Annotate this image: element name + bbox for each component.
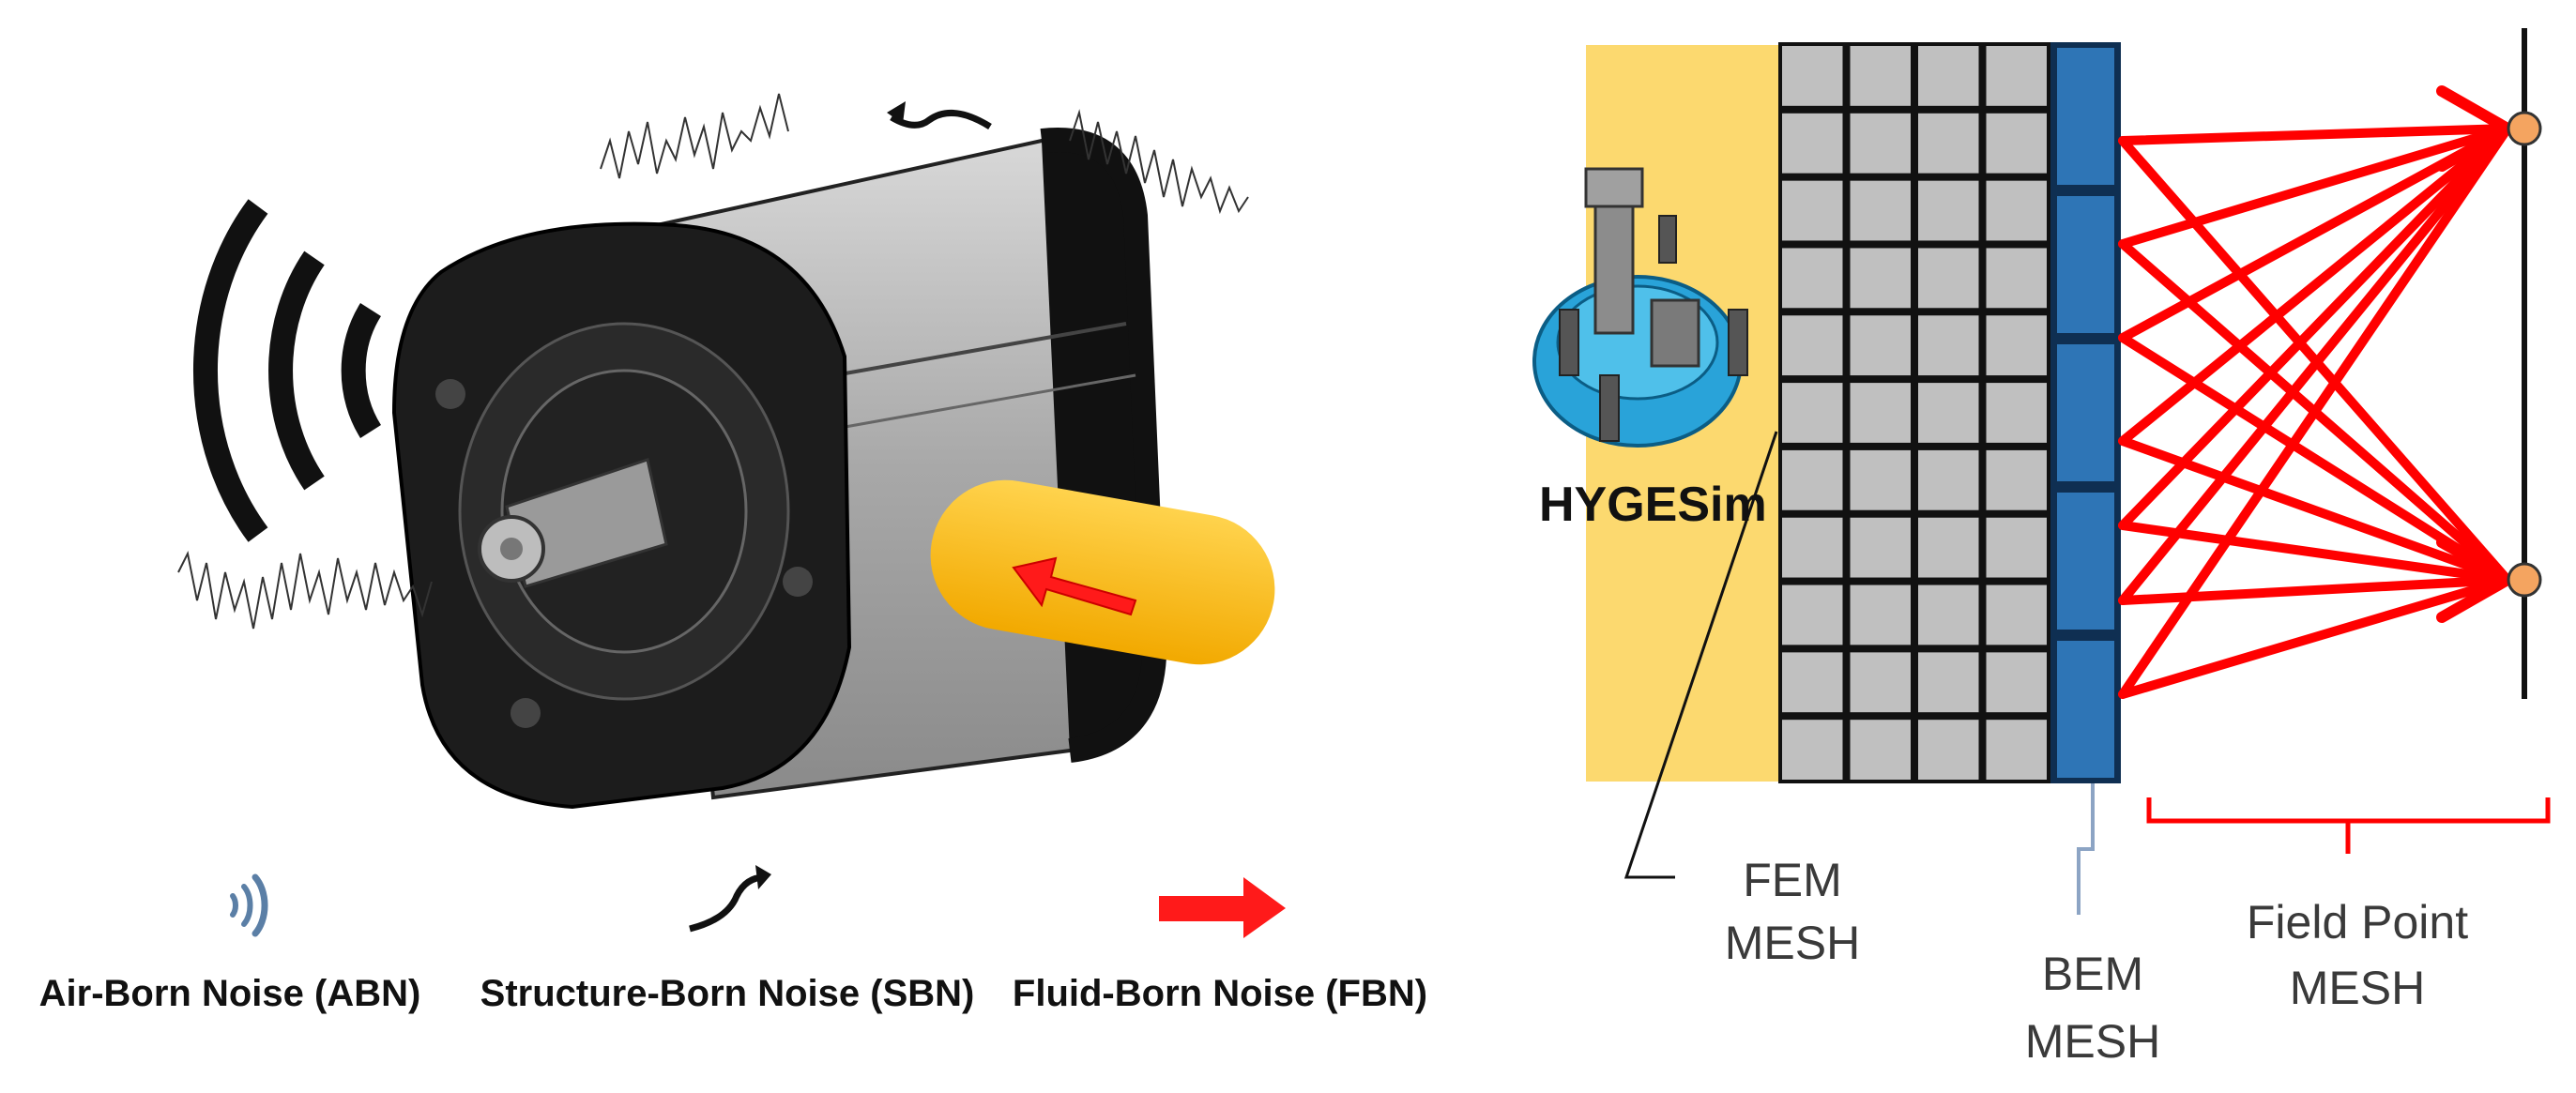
fem-mesh-cell [1850,517,1911,578]
fem-mesh-cell [1850,180,1911,241]
radiation-ray [2118,575,2512,699]
fem-mesh-cell [1986,720,2047,780]
fem-mesh-cell [1782,517,1843,578]
fem-mesh-cell [1986,652,2047,713]
hygesim-label: HYGESim [1539,478,1767,532]
field-point-bottom [2507,562,2542,598]
fem-mesh-cell [1782,383,1843,443]
fem-mesh-cell [1918,383,1979,443]
fluid-flow-arrow [1012,556,1137,616]
noise-signals [177,93,1249,630]
radiation-ray [2118,124,2512,145]
flange-hole-right [783,567,813,597]
fem-mesh-cell [1782,113,1843,174]
field-label-line1: Field Point [2247,896,2468,949]
bem-mesh-cell [2057,48,2114,185]
legend-abn-icon [230,873,268,937]
fem-mesh-cell [1918,584,1979,645]
fem-mesh-cell [1986,584,2047,645]
fem-mesh-cell [1986,180,2047,241]
legend-abn-label: Air-Born Noise (ABN) [39,973,421,1014]
fem-mesh-cell [1918,248,1979,309]
radiation-ray [2118,124,2512,446]
noise-signal-left [177,550,433,630]
fem-mesh-cell [1918,449,1979,510]
bem-mesh-cell [2057,344,2114,481]
fem-mesh-cell [1850,584,1911,645]
fem-mesh-cell [1918,46,1979,106]
fem-mesh-cell [1850,652,1911,713]
field-point-top [2507,111,2542,146]
bem-leader-line [2077,783,2095,915]
fem-mesh-cell [1986,517,2047,578]
legend-fbn-icon [1159,877,1286,938]
bem-mesh-cell [2057,641,2114,778]
fem-mesh-cell [1986,449,2047,510]
fem-mesh-cell [1850,449,1911,510]
fem-label-line2: MESH [1725,917,1860,969]
structure-borne-path-icon [890,109,992,129]
fem-leader-line [1623,431,1778,879]
fem-mesh-cell [1850,383,1911,443]
field-label-line2: MESH [2290,962,2425,1014]
airborne-sound-waves-icon [193,199,382,542]
fem-mesh-cell [1918,315,1979,376]
fem-mesh-cell [1782,180,1843,241]
radiation-ray [2118,124,2512,699]
fem-mesh-cell [1850,46,1911,106]
bem-label-line1: BEM [2042,948,2143,1000]
hygesim-pump-model [1532,167,1748,448]
legend-sbn-label: Structure-Born Noise (SBN) [480,973,975,1014]
fluid-inlet-pipe [930,479,1275,665]
fem-label-line1: FEM [1743,854,1842,906]
fem-mesh-cell [1986,315,2047,376]
bem-label-line2: MESH [2025,1015,2160,1068]
fem-mesh [1778,42,2050,783]
flange-hole-bottom [511,698,541,728]
fem-mesh-cell [1782,248,1843,309]
fem-mesh-cell [1918,113,1979,174]
fem-mesh-cell [1782,652,1843,713]
legend-sbn-icon [689,865,771,933]
flange-hole-left [435,379,465,409]
bem-mesh-cell [2057,493,2114,630]
fem-mesh-cell [1918,652,1979,713]
radiation-ray [2118,124,2512,249]
fem-mesh-cell [1782,46,1843,106]
fem-mesh-cell [1850,720,1911,780]
fem-mesh-cell [1782,584,1843,645]
fem-mesh-cell [1918,180,1979,241]
fem-mesh-cell [1918,517,1979,578]
radiation-ray [2118,124,2512,530]
fem-mesh-cell [1782,315,1843,376]
noise-signal-top-left [600,93,789,179]
radiation-ray [2118,124,2512,605]
fem-mesh-cell [1850,315,1911,376]
fem-mesh-cell [1986,383,2047,443]
fem-mesh-cell [1986,46,2047,106]
fem-mesh-cell [1782,720,1843,780]
field-point-bracket [2146,797,2551,854]
radiation-ray [2118,521,2512,584]
bem-mesh [2050,42,2121,783]
fem-mesh-cell [1850,248,1911,309]
legend-fbn-label: Fluid-Born Noise (FBN) [1013,973,1427,1014]
legend: Air-Born Noise (ABN) Structure-Born Nois… [39,865,1427,1014]
pump-illustration [391,128,1167,810]
bem-mesh-cell [2057,196,2114,333]
noise-signal-top-right [1069,109,1249,215]
fem-mesh-cell [1782,449,1843,510]
fem-mesh-cell [1986,113,2047,174]
fem-mesh-cell [1986,248,2047,309]
radiation-rays [2118,85,2520,699]
fem-mesh-cell [1850,113,1911,174]
fem-mesh-cell [1918,720,1979,780]
